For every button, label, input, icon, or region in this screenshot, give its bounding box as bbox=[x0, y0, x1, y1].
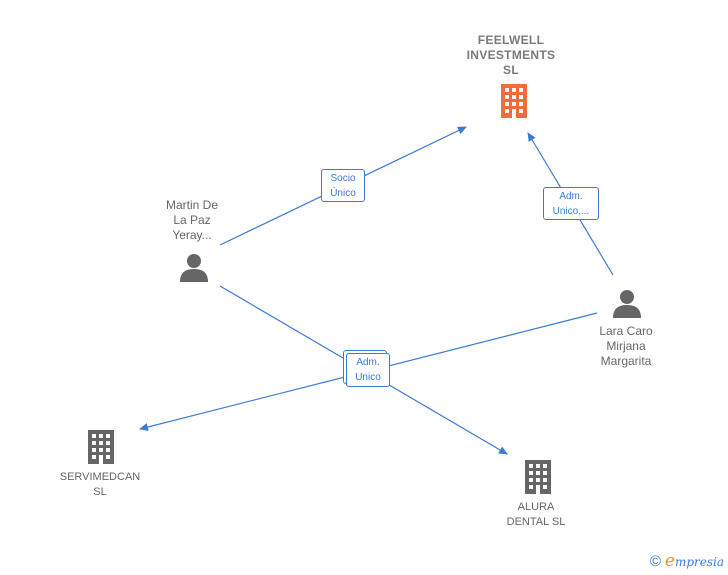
edge-label-adm-unico-feelwell[interactable]: Adm. Unico,... bbox=[543, 187, 599, 220]
edge-label-socio-unico[interactable]: Socio Único bbox=[321, 169, 365, 202]
footer-brand: © empresia bbox=[650, 551, 724, 571]
person-martin-label[interactable]: Martin De La Paz Yeray... bbox=[165, 198, 218, 242]
company-feelwell-label[interactable]: FEELWELL INVESTMENTS SL bbox=[466, 33, 556, 77]
edge-label-adm-unico-shared[interactable]: Adm. Unico bbox=[346, 353, 390, 387]
company-servimedcan-label[interactable]: SERVIMEDCAN SL bbox=[59, 471, 141, 498]
person-icon[interactable] bbox=[179, 253, 209, 283]
brand-logo[interactable]: empresia bbox=[665, 551, 724, 571]
person-icon[interactable] bbox=[612, 289, 642, 319]
building-icon[interactable] bbox=[498, 84, 530, 118]
person-lara-label[interactable]: Lara Caro Mirjana Margarita bbox=[599, 324, 653, 368]
company-alura-label[interactable]: ALURA DENTAL SL bbox=[506, 501, 566, 528]
building-icon[interactable] bbox=[85, 430, 117, 464]
copyright-icon: © bbox=[649, 552, 661, 570]
brand-name: mpresia bbox=[674, 555, 724, 569]
building-icon[interactable] bbox=[522, 460, 554, 494]
brand-initial: e bbox=[664, 551, 675, 571]
